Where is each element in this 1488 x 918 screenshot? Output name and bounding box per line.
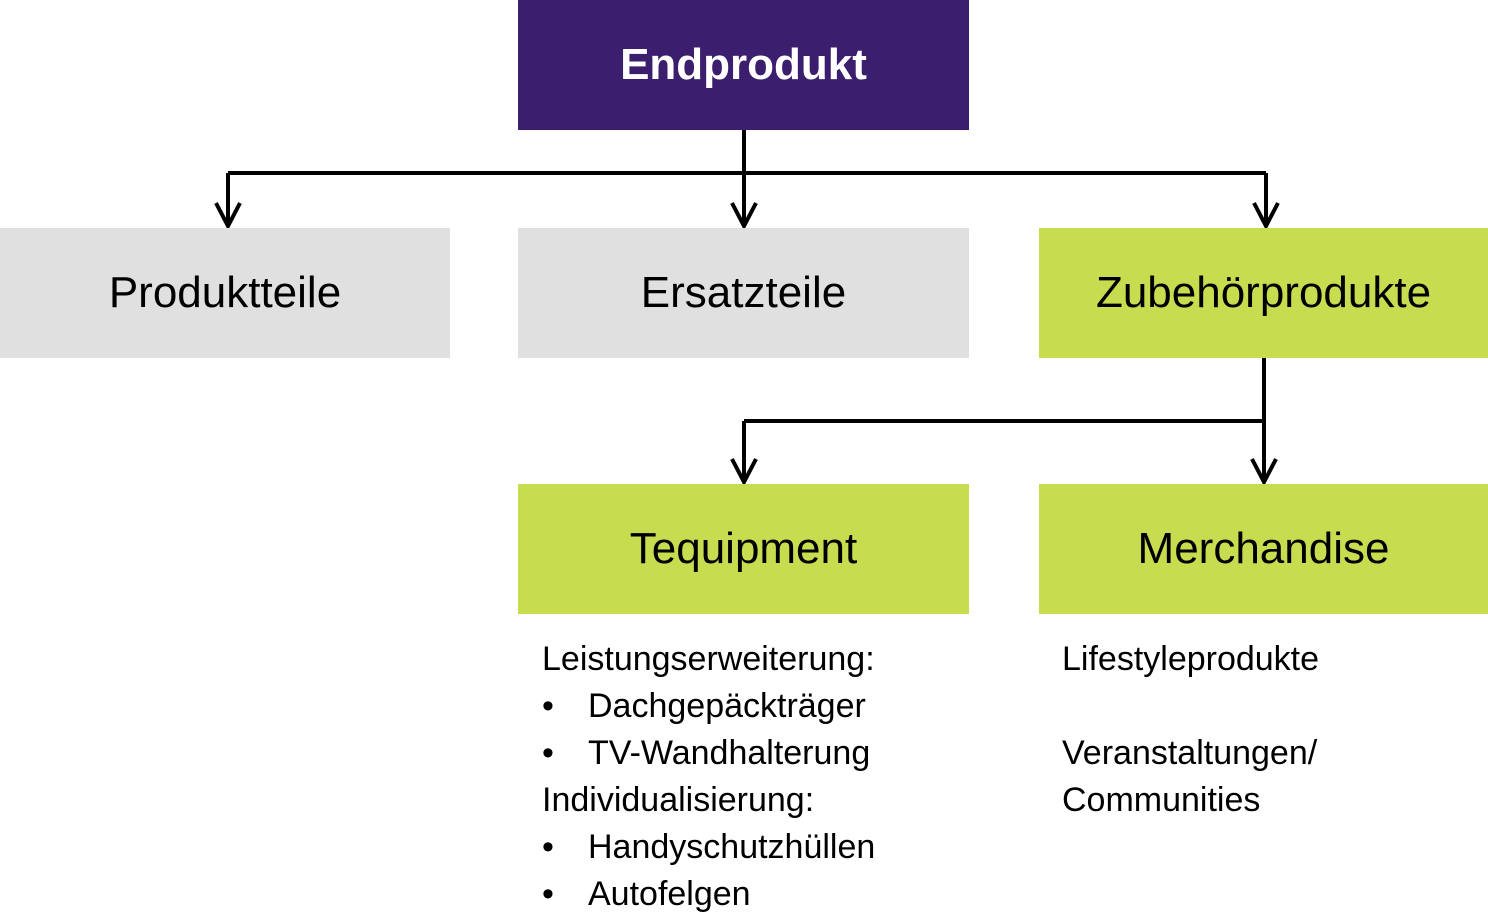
list-item-label: Dachgepäckträger xyxy=(588,687,866,725)
details-heading: Individualisierung: xyxy=(542,781,815,819)
node-tequipment: Tequipment xyxy=(518,484,969,614)
ersatzteile-label: Ersatzteile xyxy=(640,268,847,317)
bullet-icon: • xyxy=(542,687,554,725)
merchandise-label: Merchandise xyxy=(1137,524,1390,573)
list-item: • Autofelgen xyxy=(542,871,982,918)
produktteile-label: Produktteile xyxy=(108,268,342,317)
details-heading: Leistungserweiterung: xyxy=(542,640,875,678)
node-produktteile: Produktteile xyxy=(0,228,450,358)
details-item: Communities xyxy=(1062,781,1261,819)
details-spacer xyxy=(1062,683,1482,730)
bullet-icon: • xyxy=(542,734,554,772)
bullet-icon: • xyxy=(542,828,554,866)
arrowhead-produktteile xyxy=(214,202,242,231)
merchandise-details: Lifestyleprodukte Veranstaltungen/ Commu… xyxy=(1062,636,1482,824)
details-item: Lifestyleprodukte xyxy=(1062,640,1320,678)
arrowhead-merchandise xyxy=(1250,458,1278,487)
root-node-endprodukt: Endprodukt xyxy=(518,0,969,130)
tequipment-details: Leistungserweiterung: • Dachgepäckträger… xyxy=(542,636,982,918)
arrowhead-zubehoer xyxy=(1252,202,1280,231)
node-merchandise: Merchandise xyxy=(1039,484,1488,614)
tequipment-label: Tequipment xyxy=(629,524,858,573)
list-item-label: Autofelgen xyxy=(588,875,751,913)
bullet-icon: • xyxy=(542,875,554,913)
list-item-label: TV-Wandhalterung xyxy=(588,734,871,772)
details-item: Veranstaltungen/ xyxy=(1062,734,1318,772)
list-item: • TV-Wandhalterung xyxy=(542,730,982,777)
arrowhead-ersatzteile xyxy=(730,202,758,231)
root-label: Endprodukt xyxy=(620,40,867,89)
node-ersatzteile: Ersatzteile xyxy=(518,228,969,358)
node-zubehoerprodukte: Zubehörprodukte xyxy=(1039,228,1488,358)
arrowhead-tequipment xyxy=(730,458,758,487)
list-item: • Dachgepäckträger xyxy=(542,683,982,730)
zubehoer-label: Zubehörprodukte xyxy=(1095,268,1432,317)
list-item: • Handyschutzhüllen xyxy=(542,824,982,871)
list-item-label: Handyschutzhüllen xyxy=(588,828,876,866)
